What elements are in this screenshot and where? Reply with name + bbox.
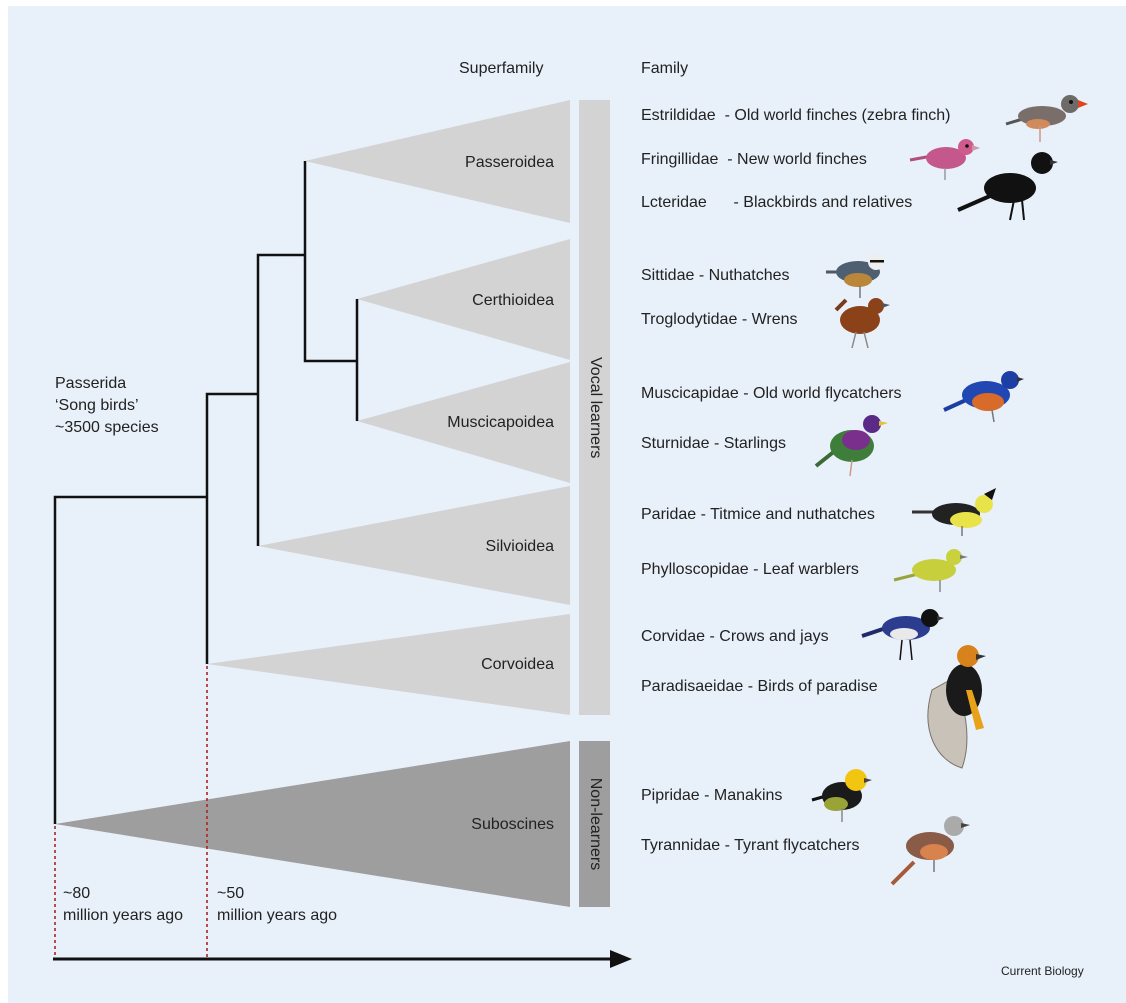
superfamily-label: Suboscines [471, 815, 554, 835]
tree-branches [55, 161, 357, 824]
leaf-warbler-icon [894, 549, 968, 592]
family-desc: - Nuthatches [699, 267, 790, 284]
jay-icon [862, 609, 944, 660]
family-desc: - Starlings [714, 435, 786, 452]
family-desc: - Old world flycatchers [743, 385, 901, 402]
header-superfamily: Superfamily [459, 59, 543, 79]
family-desc: - Old world finches (zebra finch) [725, 107, 951, 124]
time-label-50-value: ~50 [217, 884, 244, 904]
family-desc: - Crows and jays [709, 628, 828, 645]
tyrant-flycatcher-icon [892, 816, 970, 884]
superfamily-label: Certhioidea [472, 291, 554, 311]
passerida-label-line1: Passerida [55, 374, 126, 394]
family-desc: - Titmice and nuthatches [701, 506, 875, 523]
family-name: Sittidae [641, 267, 694, 284]
time-axis-arrowhead [610, 950, 632, 968]
superfamily-label: Passeroidea [465, 153, 554, 173]
family-name: Troglodytidae [641, 311, 737, 328]
time-label-50-unit: million years ago [217, 906, 337, 926]
family-name: Paradisaeidae [641, 678, 743, 695]
family-entry: Muscicapidae - Old world flycatchers [641, 384, 902, 404]
manakin-icon [812, 769, 872, 822]
family-entry: Estrildidae - Old world finches (zebra f… [641, 106, 950, 126]
superfamily-label: Corvoidea [481, 655, 554, 675]
old-world-flycatcher-icon [944, 371, 1024, 422]
family-entry: Troglodytidae - Wrens [641, 310, 798, 330]
starling-icon [816, 415, 888, 476]
family-desc: - Tyrant flycatchers [725, 837, 860, 854]
credit-label: Current Biology [1001, 961, 1084, 981]
family-desc: - Wrens [742, 311, 798, 328]
vocal-learners-label: Vocal learners [586, 357, 604, 457]
blackbird-icon [958, 152, 1058, 220]
wren-icon [836, 298, 890, 348]
family-desc: - Blackbirds and relatives [734, 194, 913, 211]
family-entry: Fringillidae - New world finches [641, 150, 867, 170]
family-name: Sturnidae [641, 435, 710, 452]
bird-of-paradise-icon [928, 645, 986, 768]
family-desc: - Manakins [704, 787, 782, 804]
family-entry: Paradisaeidae - Birds of paradise [641, 677, 878, 697]
family-desc: - Birds of paradise [748, 678, 878, 695]
family-name: Tyrannidae [641, 837, 720, 854]
family-entry: Corvidae - Crows and jays [641, 627, 829, 647]
header-family: Family [641, 59, 688, 79]
family-desc: - New world finches [727, 151, 867, 168]
titmouse-icon [912, 488, 996, 536]
family-name: Fringillidae [641, 151, 718, 168]
family-entry: Tyrannidae - Tyrant flycatchers [641, 836, 859, 856]
superfamily-label: Silvioidea [486, 537, 554, 557]
passerida-label-line2: ‘Song birds’ [55, 396, 139, 416]
time-label-80-unit: million years ago [63, 906, 183, 926]
family-entry: Sittidae - Nuthatches [641, 266, 790, 286]
family-name: Estrildidae [641, 107, 716, 124]
family-desc: - Leaf warblers [753, 561, 859, 578]
family-name: Muscicapidae [641, 385, 739, 402]
new-world-finch-icon [910, 139, 980, 180]
superfamily-label: Muscicapoidea [447, 413, 554, 433]
passerida-label-line3: ~3500 species [55, 418, 159, 438]
family-name: Pipridae [641, 787, 700, 804]
non-learners-label: Non-learners [586, 774, 604, 874]
family-entry: Paridae - Titmice and nuthatches [641, 505, 875, 525]
family-name: Paridae [641, 506, 696, 523]
family-entry: Pipridae - Manakins [641, 786, 782, 806]
family-name: Phylloscopidae [641, 561, 749, 578]
nuthatch-icon [826, 254, 884, 298]
family-name: Lcteridae [641, 194, 707, 211]
family-entry: Phylloscopidae - Leaf warblers [641, 560, 859, 580]
family-name: Corvidae [641, 628, 705, 645]
zebra-finch-icon [1006, 95, 1088, 142]
family-entry: Sturnidae - Starlings [641, 434, 786, 454]
time-label-80-value: ~80 [63, 884, 90, 904]
family-entry: Lcteridae - Blackbirds and relatives [641, 193, 912, 213]
